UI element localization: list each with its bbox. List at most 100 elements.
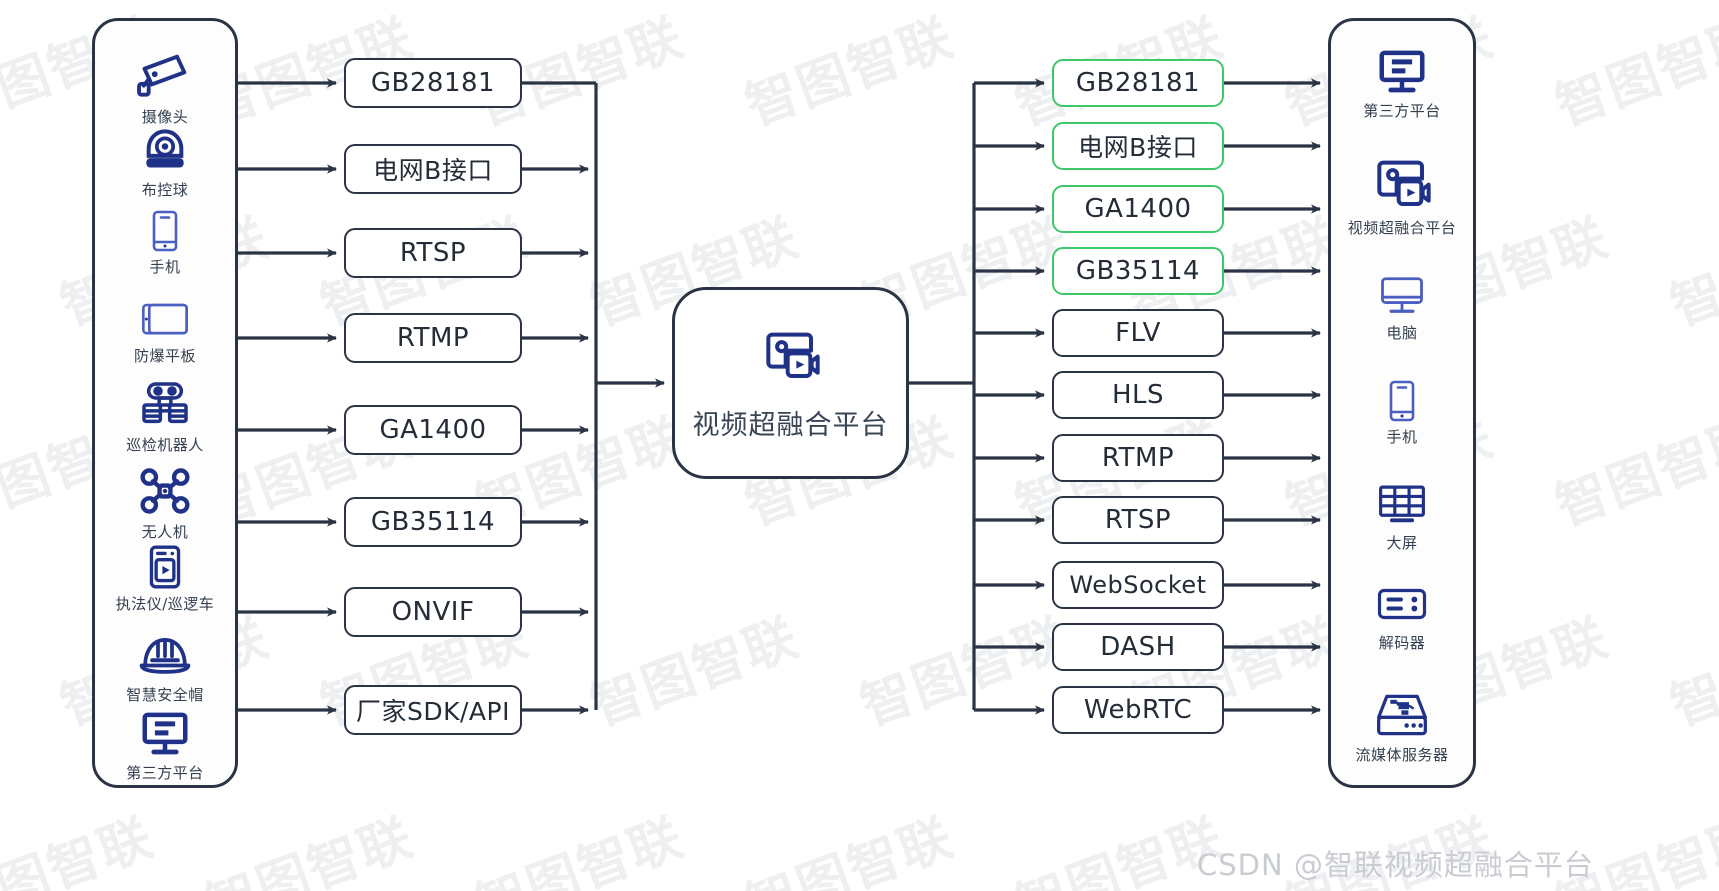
left-device-3[interactable]: 防爆平板 xyxy=(95,292,235,366)
input-protocol-label: GB35114 xyxy=(370,507,496,537)
input-protocol-label: ONVIF xyxy=(391,597,475,627)
output-protocol-box[interactable]: HLS xyxy=(1052,371,1224,419)
watermark-text: 智图智联 xyxy=(1663,607,1719,738)
right-device-label: 电脑 xyxy=(1386,324,1418,342)
watermark-text: 智图智联 xyxy=(1548,7,1719,138)
output-protocol-box[interactable]: DASH xyxy=(1052,623,1224,671)
input-protocol-label: GB28181 xyxy=(370,68,496,98)
mobile-phone-icon xyxy=(1378,377,1426,425)
watermark-text: 智图智联 xyxy=(468,807,692,891)
right-device-label: 手机 xyxy=(1386,428,1418,446)
drone-icon xyxy=(136,462,194,520)
right-device-label: 流媒体服务器 xyxy=(1355,746,1449,764)
input-protocol-label: RTMP xyxy=(396,323,470,353)
input-protocol-label: RTSP xyxy=(399,238,467,268)
watermark-text: 智图智联 xyxy=(738,7,962,138)
output-protocol-label: FLV xyxy=(1115,318,1161,348)
left-device-label: 智慧安全帽 xyxy=(126,686,204,704)
input-protocol-label: 厂家SDK/API xyxy=(356,697,510,726)
watermark-text: 智图智联 xyxy=(198,807,422,891)
watermark-text: 智图智联 xyxy=(0,807,162,891)
left-device-8[interactable]: 第三方平台 xyxy=(95,707,235,783)
rugged-tablet-icon xyxy=(139,292,191,344)
ptz-dome-camera-icon xyxy=(137,122,193,178)
input-protocol-label: 电网B接口 xyxy=(373,156,493,185)
left-device-label: 布控球 xyxy=(141,181,189,199)
left-device-label: 执法仪/巡逻车 xyxy=(115,595,215,613)
left-device-label: 手机 xyxy=(149,258,181,276)
input-protocol-box[interactable]: GA1400 xyxy=(344,405,522,455)
watermark-text: 智图智联 xyxy=(738,807,962,891)
left-device-1[interactable]: 布控球 xyxy=(95,122,235,200)
left-device-4[interactable]: 巡检机器人 xyxy=(95,377,235,455)
input-protocol-box[interactable]: 电网B接口 xyxy=(344,144,522,194)
watermark-text: 智图智联 xyxy=(1548,407,1719,538)
output-protocol-label: GB28181 xyxy=(1075,68,1201,98)
left-device-0[interactable]: 摄像头 xyxy=(95,47,235,127)
csdn-watermark: CSDN @智联视频超融合平台 xyxy=(1197,848,1594,882)
input-protocol-box[interactable]: RTMP xyxy=(344,313,522,363)
output-protocol-box[interactable]: GA1400 xyxy=(1052,185,1224,233)
mobile-phone-icon xyxy=(141,207,189,255)
input-protocol-box[interactable]: ONVIF xyxy=(344,587,522,637)
left-device-label: 无人机 xyxy=(141,523,189,541)
left-device-label: 巡检机器人 xyxy=(126,436,204,454)
right-device-5[interactable]: 解码器 xyxy=(1325,577,1479,653)
input-protocol-box[interactable]: 厂家SDK/API xyxy=(344,685,522,735)
right-device-0[interactable]: 第三方平台 xyxy=(1325,45,1479,121)
video-fusion-platform-hub[interactable]: 视频超融合平台 xyxy=(672,287,909,479)
body-camera-icon xyxy=(140,542,190,592)
left-device-label: 第三方平台 xyxy=(126,764,204,782)
right-device-3[interactable]: 手机 xyxy=(1325,377,1479,447)
output-protocol-label: HLS xyxy=(1111,380,1165,410)
streaming-server-icon xyxy=(1374,687,1430,743)
output-protocol-label: GB35114 xyxy=(1075,256,1201,286)
output-protocol-label: 电网B接口 xyxy=(1078,133,1198,162)
watermark-text: 智图智联 xyxy=(853,607,1077,738)
right-device-label: 解码器 xyxy=(1378,634,1426,652)
output-protocol-box[interactable]: RTMP xyxy=(1052,434,1224,482)
decoder-icon xyxy=(1375,577,1429,631)
input-protocol-box[interactable]: GB28181 xyxy=(344,58,522,108)
input-devices-rail: 摄像头布控球手机防爆平板巡检机器人无人机执法仪/巡逻车智慧安全帽第三方平台 xyxy=(92,18,238,788)
left-device-2[interactable]: 手机 xyxy=(95,207,235,277)
third-party-platform-icon xyxy=(1375,45,1429,99)
right-device-4[interactable]: 大屏 xyxy=(1325,477,1479,553)
input-protocol-box[interactable]: RTSP xyxy=(344,228,522,278)
left-device-7[interactable]: 智慧安全帽 xyxy=(95,627,235,705)
video-wall-icon xyxy=(1375,477,1429,531)
output-protocol-label: RTSP xyxy=(1104,505,1172,535)
input-protocol-box[interactable]: GB35114 xyxy=(344,497,522,547)
desktop-computer-icon xyxy=(1376,269,1428,321)
video-fusion-platform-icon xyxy=(759,324,823,393)
right-device-label: 第三方平台 xyxy=(1363,102,1441,120)
right-device-1[interactable]: 视频超融合平台 xyxy=(1325,152,1479,238)
output-protocol-box[interactable]: RTSP xyxy=(1052,496,1224,544)
inspection-robot-icon xyxy=(137,377,193,433)
output-protocol-label: RTMP xyxy=(1101,443,1175,473)
left-device-6[interactable]: 执法仪/巡逻车 xyxy=(95,542,235,614)
output-protocol-label: WebSocket xyxy=(1069,571,1207,599)
output-protocol-label: WebRTC xyxy=(1083,695,1193,725)
watermark-text: 智图智联 xyxy=(583,607,807,738)
output-protocol-box[interactable]: GB28181 xyxy=(1052,59,1224,107)
output-devices-rail: 第三方平台视频超融合平台电脑手机大屏解码器流媒体服务器 xyxy=(1328,18,1476,788)
output-protocol-box[interactable]: FLV xyxy=(1052,309,1224,357)
output-protocol-box[interactable]: GB35114 xyxy=(1052,247,1224,295)
right-device-6[interactable]: 流媒体服务器 xyxy=(1325,687,1479,765)
smart-helmet-icon xyxy=(137,627,193,683)
output-protocol-label: GA1400 xyxy=(1084,194,1192,224)
cctv-camera-icon xyxy=(136,47,194,105)
output-protocol-box[interactable]: WebRTC xyxy=(1052,686,1224,734)
right-device-label: 视频超融合平台 xyxy=(1347,219,1457,237)
left-device-label: 摄像头 xyxy=(141,108,189,126)
right-device-2[interactable]: 电脑 xyxy=(1325,269,1479,343)
output-protocol-box[interactable]: 电网B接口 xyxy=(1052,122,1224,170)
right-device-label: 大屏 xyxy=(1386,534,1418,552)
third-party-platform-icon xyxy=(138,707,192,761)
hub-label: 视频超融合平台 xyxy=(692,410,889,441)
output-protocol-box[interactable]: WebSocket xyxy=(1052,561,1224,609)
left-device-5[interactable]: 无人机 xyxy=(95,462,235,542)
input-protocol-label: GA1400 xyxy=(379,415,487,445)
